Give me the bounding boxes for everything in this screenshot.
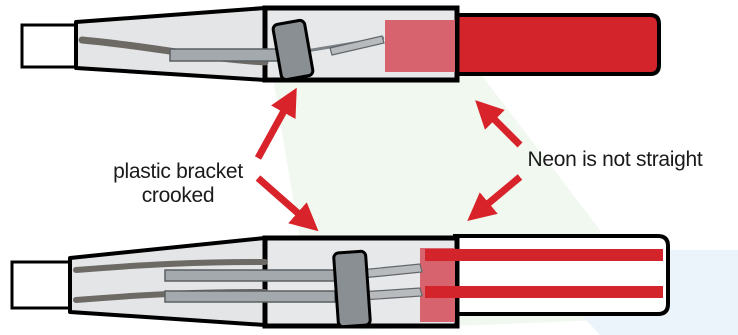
bottom-neon-tube-lower	[425, 286, 663, 298]
top-electrode	[329, 35, 385, 56]
bottom-sleeve	[453, 234, 670, 316]
bottom-assembly	[10, 234, 670, 329]
bottom-grey-tube-lower	[164, 290, 336, 303]
bracket-annotation: plastic bracket crooked	[88, 160, 268, 208]
arrow-to-bottom-bracket	[255, 175, 319, 232]
arrow-to-top-bracket	[254, 87, 297, 160]
arrow-to-bottom-neon	[467, 174, 523, 221]
top-grey-tube	[169, 48, 281, 62]
bottom-wire-upper	[73, 259, 268, 273]
bottom-plastic-bracket	[332, 249, 372, 329]
top-neon-sleeve	[453, 13, 661, 76]
arrows	[254, 87, 523, 232]
bottom-neon-tube-upper	[425, 249, 663, 261]
arrow-to-top-neon	[475, 100, 523, 148]
top-neon-inside	[385, 20, 455, 72]
top-plastic-bracket	[271, 18, 315, 82]
bracket-annotation-line1: plastic bracket	[113, 160, 243, 183]
top-end-cap	[20, 23, 78, 69]
neon-annotation: Neon is not straight	[527, 148, 703, 171]
top-assembly	[20, 5, 661, 83]
bottom-end-cap	[10, 260, 72, 310]
bottom-grey-tube-upper	[164, 269, 336, 282]
bracket-annotation-line2: crooked	[141, 184, 215, 207]
